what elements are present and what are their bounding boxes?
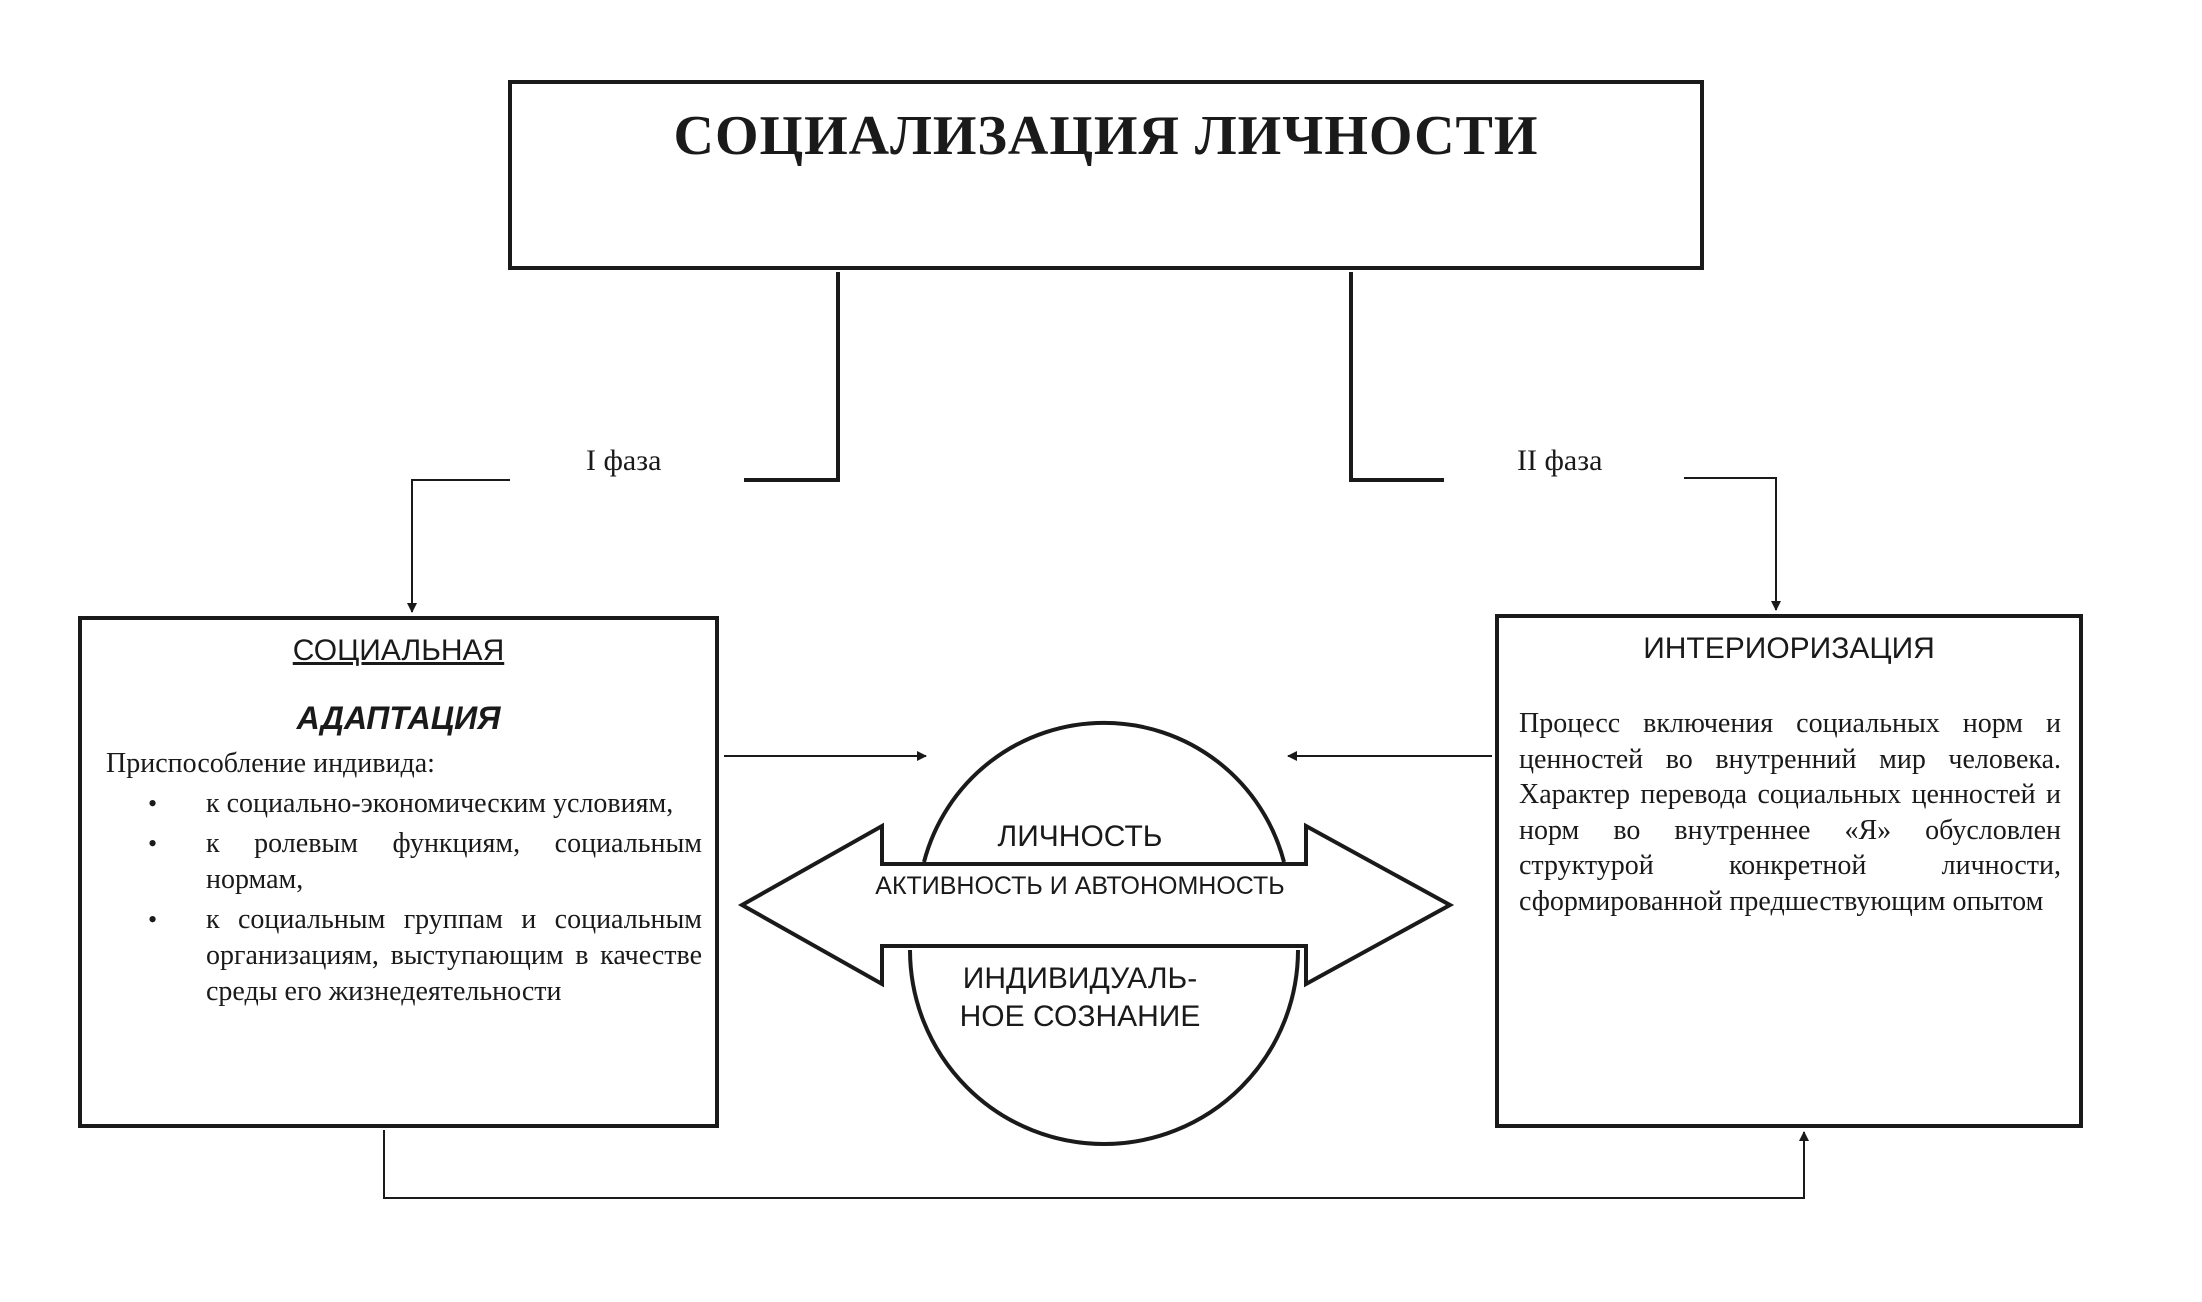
individual-consciousness-label: ИНДИВИДУАЛЬ- НОЕ СОЗНАНИЕ	[930, 960, 1230, 1036]
personality-circle-bottom-arc	[908, 949, 1300, 1146]
interiorization-description: Процесс включения социальных норм и ценн…	[1519, 708, 2061, 917]
personality-circle-top-arc	[922, 720, 1286, 863]
list-item: • к социальным группам и социальным орга…	[106, 902, 702, 1010]
phase-1-label: I фаза	[586, 444, 662, 477]
list-item: • к ролевым функциям, социальным нормам,	[106, 826, 702, 898]
bullet-icon: •	[148, 905, 158, 934]
individual-consciousness-line-2: НОЕ СОЗНАНИЕ	[959, 1000, 1201, 1033]
phase-2-label: II фаза	[1517, 444, 1603, 477]
title-box: СОЦИАЛИЗАЦИЯ ЛИЧНОСТИ	[508, 80, 1704, 270]
list-item-text: к социально-экономическим условиям,	[206, 788, 674, 819]
individual-consciousness-line-1: ИНДИВИДУАЛЬ-	[962, 962, 1198, 995]
list-item-text: к социальным группам и социальным органи…	[206, 904, 702, 1007]
adaptation-intro: Приспособление индивида:	[106, 748, 435, 779]
adaptation-list: • к социально-экономическим условиям, • …	[106, 786, 702, 1014]
bullet-icon: •	[148, 829, 158, 858]
interiorization-box: ИНТЕРИОРИЗАЦИЯ Процесс включения социаль…	[1495, 614, 2083, 1128]
double-headed-block-arrow	[737, 822, 1455, 988]
arrow-adaptation-to-interiorization-bottom	[383, 1130, 1809, 1199]
list-item: • к социально-экономическим условиям,	[106, 786, 702, 822]
arrow-phase-2-to-interiorization	[1684, 477, 1781, 611]
diagram-title: СОЦИАЛИЗАЦИЯ ЛИЧНОСТИ	[673, 105, 1539, 167]
social-adaptation-heading: СОЦИАЛЬНАЯ	[292, 634, 505, 667]
activity-autonomy-label: АКТИВНОСТЬ И АВТОНОМНОСТЬ	[875, 872, 1285, 900]
bullet-icon: •	[148, 789, 158, 818]
list-item-text: к ролевым функциям, социальным нормам,	[206, 828, 702, 895]
social-adaptation-box: СОЦИАЛЬНАЯ АДАПТАЦИЯ Приспособление инди…	[78, 616, 719, 1128]
personality-label: ЛИЧНОСТЬ	[997, 820, 1163, 853]
arrow-phase-1-to-adaptation	[407, 479, 510, 613]
connector-title-to-phase-2	[1349, 272, 1444, 482]
connector-title-to-phase-1	[744, 272, 840, 482]
social-adaptation-subheading: АДАПТАЦИЯ	[296, 700, 501, 736]
interiorization-heading: ИНТЕРИОРИЗАЦИЯ	[1643, 632, 1935, 665]
